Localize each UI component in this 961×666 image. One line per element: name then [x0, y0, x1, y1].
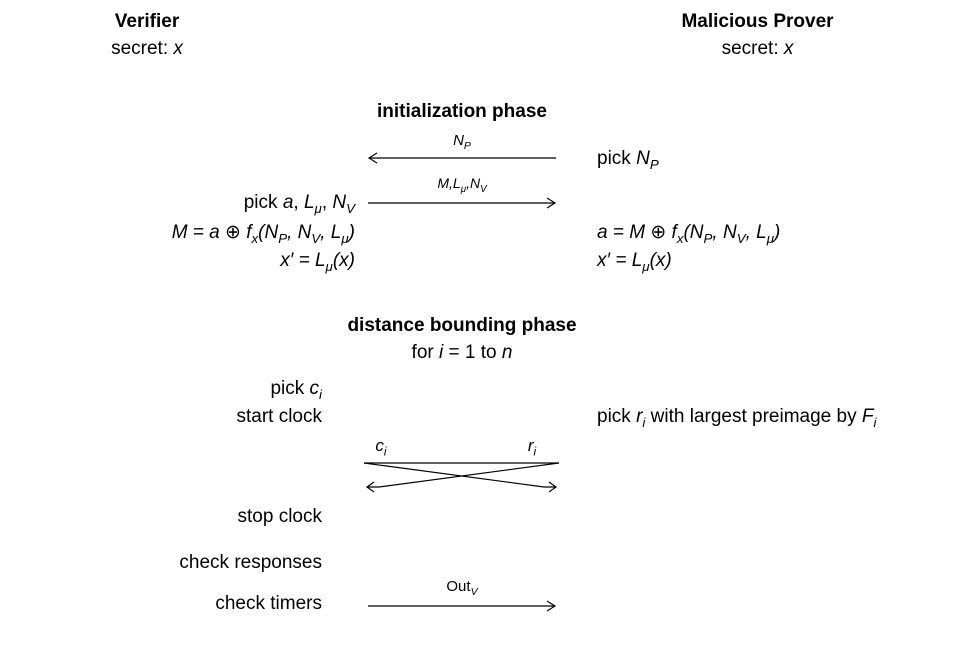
prover-pick-ri: pick ri with largest preimage by Fi: [597, 406, 877, 430]
db-phase-title: distance bounding phase: [347, 315, 577, 336]
verifier-check-timers: check timers: [215, 593, 322, 614]
np-arrow-left-icon: [367, 152, 556, 164]
verifier-stop-clock: stop clock: [237, 506, 322, 527]
outv-message-label: OutV: [446, 578, 478, 598]
verifier-computation-m: M = a ⊕ fx(NP, NV, Lμ): [171, 222, 355, 246]
db-loop-header: for i = 1 to n: [411, 342, 513, 363]
verifier-pick-alv: pick a, Lμ, NV: [243, 192, 355, 216]
response-label: ri: [527, 436, 537, 459]
prover-secret: secret: x: [721, 38, 794, 59]
prover-title: Malicious Prover: [681, 11, 834, 32]
message-np-label: NP: [453, 132, 471, 152]
verifier-start-clock: start clock: [236, 406, 322, 427]
verifier-title: Verifier: [114, 11, 180, 32]
prover-computation-a: a = M ⊕ fx(NP, NV, Lμ): [597, 222, 781, 246]
challenge-label: ci: [375, 436, 387, 459]
verifier-secret: secret: x: [111, 38, 183, 59]
init-phase-title: initialization phase: [377, 101, 547, 122]
verifier-computation-xprime: x′ = Lμ(x): [280, 250, 355, 274]
mlv-arrow-right-icon: [368, 197, 557, 209]
verifier-pick-ci: pick ci: [270, 378, 322, 402]
outv-arrow-right-icon: [368, 600, 557, 612]
verifier-check-responses: check responses: [179, 552, 322, 573]
prover-pick-np: pick NP: [597, 148, 659, 172]
challenge-response-cross-arrows-icon: [363, 462, 560, 493]
message-mlv-label: M,Lμ,NV: [437, 175, 487, 195]
prover-computation-xprime: x′ = Lμ(x): [597, 250, 672, 274]
